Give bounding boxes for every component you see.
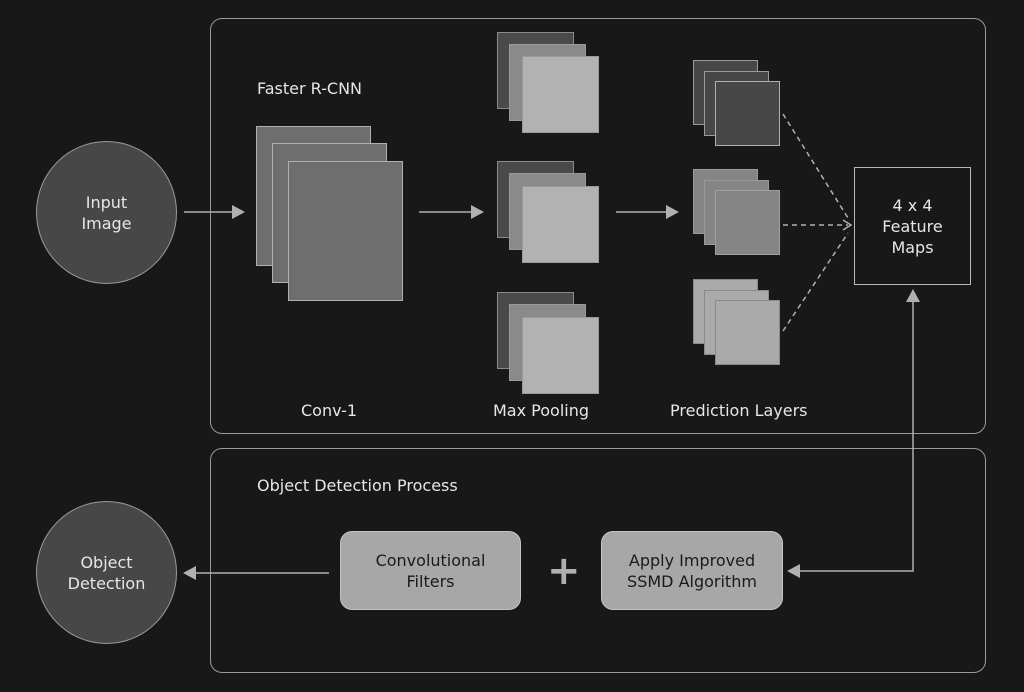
object-detection-process-title: Object Detection Process: [257, 476, 458, 495]
chevron-arrow-icon: [842, 219, 853, 231]
max-pooling-label: Max Pooling: [493, 401, 590, 420]
faster-rcnn-title: Faster R-CNN: [257, 79, 363, 98]
prediction-layer: [715, 190, 780, 255]
dashed-prediction1-to-feature: [782, 113, 849, 219]
arrowhead-maxpool-prediction: [666, 205, 679, 219]
max-pooling-layer: [522, 186, 599, 263]
convolutional-filters-box: Convolutional Filters: [340, 531, 521, 610]
max-pooling-layer: [522, 317, 599, 394]
prediction-layer: [715, 300, 780, 365]
arrowhead-to-object-detection: [183, 566, 196, 580]
prediction-layer: [715, 81, 780, 146]
faster-rcnn-panel: [210, 18, 986, 434]
input-image-node: Input Image: [36, 141, 177, 284]
feature-maps-box: 4 x 4 Feature Maps: [854, 167, 971, 285]
conv1-layer: [288, 161, 403, 301]
apply-ssmd-box: Apply Improved SSMD Algorithm: [601, 531, 783, 610]
conv1-label: Conv-1: [301, 401, 358, 420]
plus-icon: +: [547, 548, 581, 594]
object-detection-label: Object Detection: [67, 552, 146, 593]
prediction-layers-label: Prediction Layers: [670, 401, 808, 420]
max-pooling-layer: [522, 56, 599, 133]
arrowhead-input-conv1: [232, 205, 245, 219]
arrowhead-to-feature-maps: [906, 289, 920, 302]
arrowhead-conv1-maxpool: [471, 205, 484, 219]
arrowhead-to-ssmd: [787, 564, 800, 578]
apply-ssmd-label: Apply Improved SSMD Algorithm: [627, 550, 757, 591]
input-image-label: Input Image: [81, 192, 132, 233]
feedback-line: [800, 302, 914, 572]
object-detection-process-panel: [210, 448, 986, 673]
feature-maps-label: 4 x 4 Feature Maps: [882, 195, 943, 257]
convolutional-filters-label: Convolutional Filters: [375, 550, 486, 591]
dashed-prediction3-to-feature: [782, 232, 849, 332]
object-detection-node: Object Detection: [36, 501, 177, 644]
